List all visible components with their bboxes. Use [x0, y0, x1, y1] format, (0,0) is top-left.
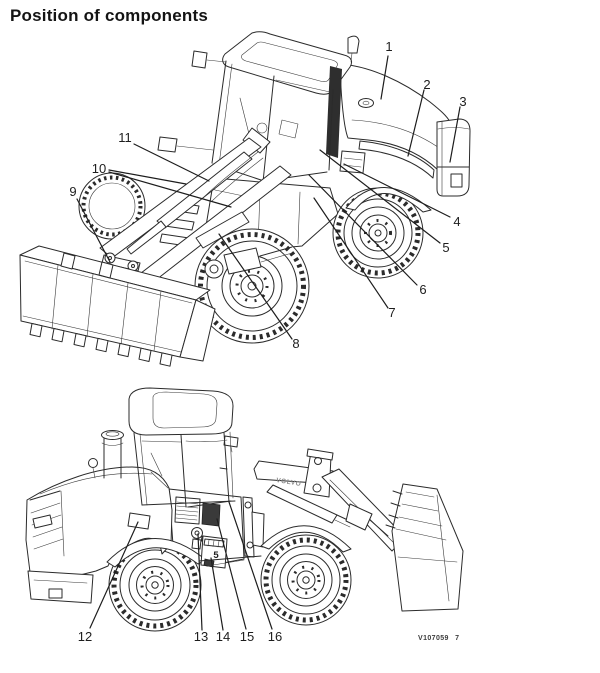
leader-5: [319, 149, 441, 244]
figure2-leader-lines: [89, 501, 273, 631]
leader-13: [197, 533, 203, 631]
fig1-engine-hood: [339, 63, 471, 213]
figure1-leader-lines: [76, 55, 461, 340]
fig1-antenna: [347, 35, 360, 54]
fig1-drivetrain: [204, 246, 293, 279]
leader-2: [407, 89, 425, 157]
fig2-hydraulic-coupling: [191, 527, 203, 539]
fig2-intake-pipe: [88, 458, 98, 468]
leader-11: [133, 143, 210, 182]
callout-6: 6: [419, 282, 426, 297]
fig2-counterweight: [27, 570, 94, 604]
fig2-volvo-decal: VOLVO: [276, 477, 302, 488]
leader-4: [343, 163, 451, 218]
fig2-frame-decal-5: 5: [213, 550, 219, 561]
fig2-front-wheel: [260, 534, 352, 626]
fig2-front-fender: [260, 525, 352, 553]
fig2-bucket: [385, 483, 464, 612]
leader-7: [313, 197, 389, 309]
callout-10: 10: [92, 161, 106, 176]
fig1-mirror: [191, 50, 208, 69]
callout-12: 12: [78, 629, 92, 644]
leader-16: [228, 501, 273, 630]
fig1-mirror-lower: [157, 136, 178, 153]
leader-15: [216, 518, 247, 630]
callout-14: 14: [216, 629, 230, 644]
fig2-cab: [128, 387, 239, 508]
leader-8: [218, 233, 293, 340]
fig1-cab-interior-shadow: [326, 66, 342, 158]
fig2-dark-component: [201, 502, 221, 527]
fig1-cab: [157, 31, 360, 200]
fig2-headlight: [32, 514, 53, 529]
fig1-rear-wheel: [332, 187, 424, 279]
callout-9: 9: [69, 184, 76, 199]
figure2-wheel-loader-rear-view: 5 VOLVO: [25, 387, 464, 644]
fig2-beacon: [223, 435, 239, 448]
figure-code: V107059 7: [418, 635, 459, 642]
callout-7: 7: [388, 305, 395, 320]
leader-12: [89, 521, 139, 629]
fig1-lift-arm: [99, 127, 292, 291]
fig1-bucket: [19, 245, 216, 367]
callout-16: 16: [268, 629, 282, 644]
leader-10b: [108, 171, 232, 208]
fig1-front-wheel: [194, 228, 310, 344]
figure1-wheel-loader-front-view: 1 2 3 4 5 6 7 8 9 10 11: [19, 31, 471, 367]
figure1-callouts: 1 2 3 4 5 6 7 8 9 10 11: [69, 39, 466, 351]
callout-3: 3: [459, 94, 466, 109]
callout-8: 8: [292, 336, 299, 351]
figure2-callouts: 12 13 14 15 16: [78, 629, 282, 644]
leader-9: [76, 198, 111, 263]
page-title: Position of components: [10, 6, 209, 25]
leader-1: [380, 55, 389, 100]
fig2-lift-arm: VOLVO: [242, 448, 406, 558]
fig2-hood-decal: [127, 512, 151, 530]
leader-14: [210, 557, 224, 631]
callout-13: 13: [194, 629, 208, 644]
leader-6: [308, 174, 418, 286]
callout-5: 5: [442, 240, 449, 255]
callout-11: 11: [118, 130, 132, 145]
callout-2: 2: [423, 77, 430, 92]
callout-4: 4: [453, 214, 460, 229]
callout-15: 15: [240, 629, 254, 644]
callout-1: 1: [385, 39, 392, 54]
leader-10a: [108, 169, 187, 185]
leader-3: [449, 106, 461, 163]
